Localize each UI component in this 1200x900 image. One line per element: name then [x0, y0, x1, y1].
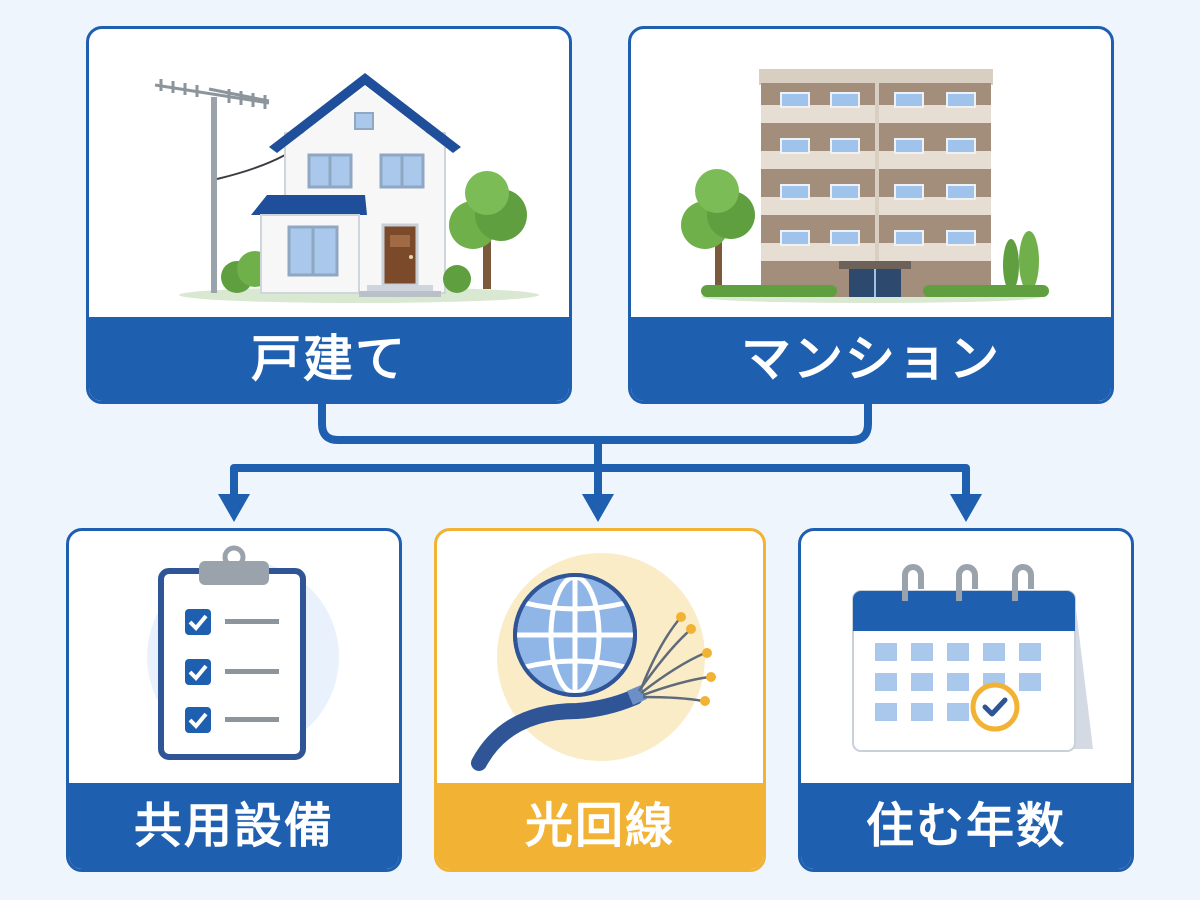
card-label-fiber-line: 光回線 [437, 783, 763, 869]
arrow-down-icon [950, 494, 982, 522]
card-label-apartment: マンション [631, 317, 1111, 401]
house-icon [154, 73, 539, 303]
card-fiber-line: 光回線 [434, 528, 766, 872]
clipboard-checklist-icon [147, 545, 339, 760]
arrow-down-icon [582, 494, 614, 522]
card-label-years-of-residence: 住む年数 [801, 783, 1131, 869]
card-apartment: マンション [628, 26, 1114, 404]
card-label-detached-house: 戸建て [89, 317, 569, 401]
card-label-shared-facilities: 共用設備 [69, 783, 399, 869]
card-shared-facilities: 共用設備 [66, 528, 402, 872]
arrow-down-icon [218, 494, 250, 522]
globe-fiber-icon [471, 553, 716, 771]
card-years-of-residence: 住む年数 [798, 528, 1134, 872]
card-detached-house: 戸建て [86, 26, 572, 404]
calendar-icon [852, 564, 1093, 752]
apartment-icon [681, 69, 1049, 303]
